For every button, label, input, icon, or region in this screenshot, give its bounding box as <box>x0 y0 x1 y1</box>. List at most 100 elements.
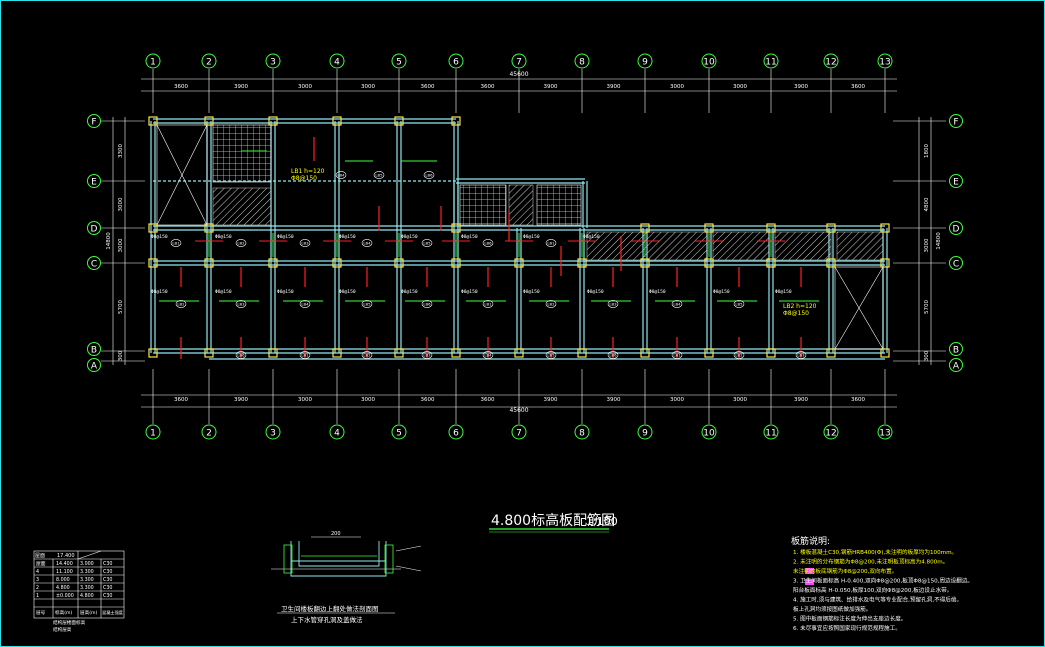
column <box>704 258 714 268</box>
column <box>394 258 404 268</box>
svg-text:7: 7 <box>516 429 522 439</box>
svg-text:LB1: LB1 <box>547 241 555 246</box>
svg-text:12: 12 <box>825 429 836 439</box>
column <box>332 116 342 126</box>
table-cell: C30 <box>103 561 112 567</box>
slab-mark: LB2 <box>175 300 187 308</box>
bottom-spacing: 3000 <box>361 397 375 403</box>
svg-text:3: 3 <box>270 429 276 439</box>
svg-text:LB1: LB1 <box>301 353 309 358</box>
svg-text:LB4: LB4 <box>363 241 371 246</box>
beam-lines <box>150 118 888 360</box>
column <box>148 258 158 268</box>
right-spacing: 4800 <box>924 197 930 211</box>
column <box>880 348 890 358</box>
slab-mark: LB4 <box>335 171 347 179</box>
table-cell: ±0.000 <box>56 593 74 599</box>
mesh-zones <box>212 124 582 226</box>
axis-bubble-6: 6 <box>448 53 464 69</box>
column <box>451 348 461 358</box>
svg-text:LB2: LB2 <box>363 353 371 358</box>
svg-text:E: E <box>953 178 959 188</box>
table-cell: 14.400 <box>56 561 73 567</box>
column <box>204 258 214 268</box>
table-cell: 2 <box>36 585 39 591</box>
column <box>332 258 342 268</box>
top-spacing: 3600 <box>851 84 865 90</box>
slab-mark: LB6 <box>235 351 247 359</box>
rebar-label: Φ8@150 <box>713 289 730 295</box>
svg-text:LB3: LB3 <box>423 353 431 358</box>
note-swatch-1 <box>805 568 814 574</box>
slab-mark: LB5 <box>421 239 433 247</box>
axis-bubble-D: D <box>87 221 101 235</box>
table-cell: C30 <box>103 577 112 583</box>
column <box>148 348 158 358</box>
table-cell: 1 <box>36 593 39 599</box>
axis-bubble-11: 11 <box>763 424 779 440</box>
slab-mark: LB3 <box>299 239 311 247</box>
axis-bubble-B: B <box>949 342 963 356</box>
svg-text:5: 5 <box>396 429 402 439</box>
slab-mark: LB6 <box>423 171 435 179</box>
column <box>514 258 524 268</box>
axis-bubble-12: 12 <box>823 424 839 440</box>
svg-text:1: 1 <box>150 429 156 439</box>
column <box>577 348 587 358</box>
axis-bubble-9: 9 <box>637 53 653 69</box>
note-line: 6. 未尽事宜应按照国家现行规范规程施工。 <box>793 624 901 632</box>
svg-text:F: F <box>953 118 958 128</box>
column <box>826 223 836 233</box>
rebar-label: Φ8@150 <box>215 234 232 240</box>
column <box>332 348 342 358</box>
table-cell: 4.800 <box>80 593 94 599</box>
table-cell: 3.300 <box>80 569 94 575</box>
note-line: 未注明的板底钢筋为Φ8@200,双向布置。 <box>793 567 897 575</box>
svg-text:C: C <box>91 260 97 270</box>
axis-bubble-8: 8 <box>574 53 590 69</box>
table-footer-3: 混凝土强度 <box>102 609 124 616</box>
bottom-spacing: 3900 <box>607 397 621 403</box>
table-cell: 屋面 <box>36 561 46 567</box>
table-cell: 3.300 <box>80 577 94 583</box>
slab-annotation-b2: Φ8@150 <box>783 310 809 317</box>
table-cell: 3.000 <box>80 561 94 567</box>
bottom-spacing: 3900 <box>794 397 808 403</box>
column <box>766 348 776 358</box>
svg-text:LB4: LB4 <box>301 302 309 307</box>
axis-bubble-D: D <box>949 221 963 235</box>
svg-text:LB6: LB6 <box>237 353 245 358</box>
svg-text:LB4: LB4 <box>337 173 345 178</box>
column <box>640 348 650 358</box>
slab-mark: LB4 <box>361 239 373 247</box>
structural-columns <box>148 116 890 358</box>
axis-bubble-9: 9 <box>637 424 653 440</box>
bottom-spacing: 3000 <box>670 397 684 403</box>
axis-bubble-4: 4 <box>329 424 345 440</box>
svg-text:2: 2 <box>206 58 212 68</box>
svg-text:3: 3 <box>270 58 276 68</box>
top-spacing: 3600 <box>421 84 435 90</box>
slab-mark: LB5 <box>373 171 385 179</box>
table-cell: C30 <box>103 593 112 599</box>
rebar-label: Φ8@150 <box>401 234 418 240</box>
note-line: 4. 施工时,须与建筑、给排水及电气等专业配合,预留孔洞,不得后凿。 <box>793 596 962 604</box>
column <box>451 223 461 233</box>
svg-text:6: 6 <box>453 58 459 68</box>
table-cell: 11.100 <box>56 569 73 575</box>
table-cell: 4.800 <box>56 585 70 591</box>
rebar-label: Φ8@150 <box>583 234 600 240</box>
dimension-lines <box>101 69 946 424</box>
rebar-label: Φ8@150 <box>775 289 792 295</box>
svg-text:6: 6 <box>453 429 459 439</box>
right-spacing: 5700 <box>924 300 930 314</box>
slab-mark: LB5 <box>545 351 557 359</box>
svg-text:B: B <box>91 346 97 356</box>
column <box>451 258 461 268</box>
column <box>826 258 836 268</box>
left-spacing: 5700 <box>118 300 124 314</box>
slab-mark: LB3 <box>235 300 247 308</box>
axis-bubble-B: B <box>87 342 101 356</box>
